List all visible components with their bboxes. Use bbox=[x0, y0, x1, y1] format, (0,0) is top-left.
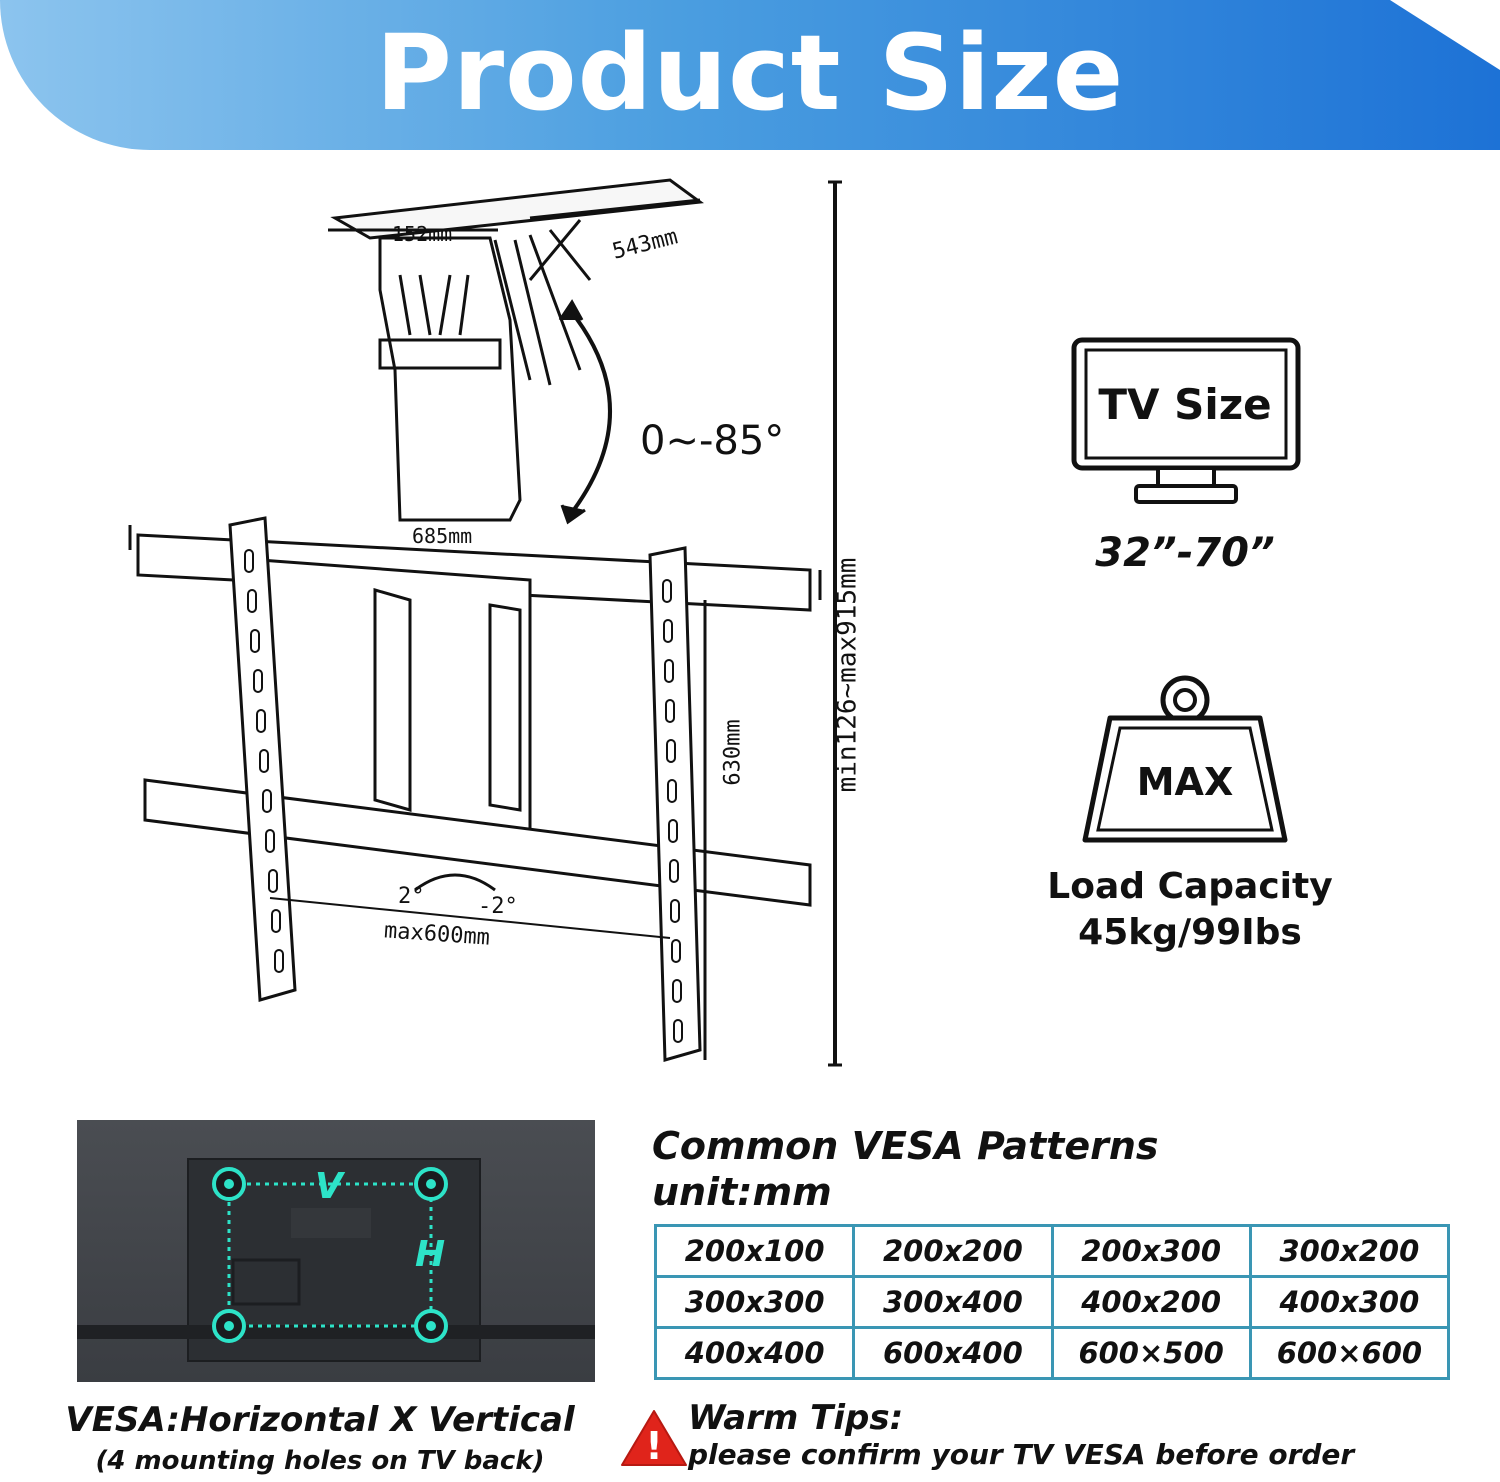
vesa-v-label: V bbox=[315, 1166, 343, 1207]
table-cell: 400x200 bbox=[1050, 1275, 1252, 1329]
tv-icon bbox=[1071, 337, 1301, 504]
total-height-label: min126~max915mm bbox=[832, 557, 863, 793]
table-cell: 300x400 bbox=[852, 1275, 1054, 1329]
load-capacity-value: 45kg/99Ibs bbox=[1078, 912, 1302, 953]
tilt-angle-label: 0~-85° bbox=[640, 418, 785, 464]
header-banner bbox=[0, 0, 1500, 150]
top-rail bbox=[136, 533, 812, 612]
weight-icon bbox=[1082, 675, 1288, 843]
vesa-table-title: Common VESA Patterns bbox=[652, 1124, 1159, 1168]
table-row: 400x400 600x400 600×500 600×600 bbox=[653, 1326, 1451, 1380]
table-cell: 600x400 bbox=[852, 1326, 1054, 1380]
table-row: 300x300 300x400 400x200 400x300 bbox=[653, 1275, 1451, 1329]
table-cell: 200x200 bbox=[852, 1224, 1054, 1278]
weight-max-label: MAX bbox=[1136, 760, 1234, 804]
vesa-sub-caption: (4 mounting holes on TV back) bbox=[95, 1446, 545, 1476]
warning-symbol: ! bbox=[645, 1424, 662, 1468]
vesa-caption: VESA:Horizontal X Vertical bbox=[65, 1400, 575, 1440]
table-cell: 400x400 bbox=[653, 1326, 856, 1380]
tv-size-label: TV Size bbox=[1098, 380, 1272, 429]
right-tilt-label: -2° bbox=[478, 894, 518, 919]
bottom-rail bbox=[143, 778, 812, 907]
tv-stand-bar bbox=[77, 1325, 595, 1339]
left-bracket bbox=[228, 516, 297, 1002]
mount-diagram bbox=[128, 178, 842, 1067]
top-width-label: 152mm bbox=[392, 222, 453, 246]
table-cell: 600×500 bbox=[1050, 1326, 1252, 1380]
table-cell: 300x300 bbox=[653, 1275, 856, 1329]
load-capacity-title: Load Capacity bbox=[1047, 866, 1333, 907]
page-title: Product Size bbox=[375, 12, 1125, 134]
table-cell: 200x300 bbox=[1050, 1224, 1252, 1278]
tv-back-photo: V H bbox=[77, 1120, 595, 1382]
table-cell: 300x200 bbox=[1248, 1224, 1451, 1278]
arm-column bbox=[378, 236, 522, 522]
warm-tips-title: Warm Tips: bbox=[688, 1398, 904, 1438]
warning-icon: ! bbox=[621, 1410, 687, 1468]
vesa-hole-overlay bbox=[212, 1167, 448, 1343]
table-cell: 400x300 bbox=[1248, 1275, 1451, 1329]
table-row: 200x100 200x200 200x300 300x200 bbox=[653, 1224, 1451, 1278]
tv-size-range: 32”-70” bbox=[1095, 530, 1275, 576]
arm-width-label: 685mm bbox=[412, 524, 473, 548]
right-bracket bbox=[648, 546, 702, 1062]
vesa-patterns-table: 200x100 200x200 200x300 300x200 300x300 … bbox=[653, 1224, 1451, 1380]
table-cell: 200x100 bbox=[653, 1224, 856, 1278]
tilt-arrow bbox=[568, 308, 612, 517]
table-cell: 600×600 bbox=[1248, 1326, 1451, 1380]
plate-height-label: 630mm bbox=[720, 719, 746, 786]
warm-tips-text: please confirm your TV VESA before order bbox=[688, 1438, 1355, 1471]
left-tilt-label: 2° bbox=[398, 884, 425, 909]
vesa-table-unit: unit:mm bbox=[652, 1170, 832, 1214]
vesa-h-label: H bbox=[415, 1234, 446, 1275]
